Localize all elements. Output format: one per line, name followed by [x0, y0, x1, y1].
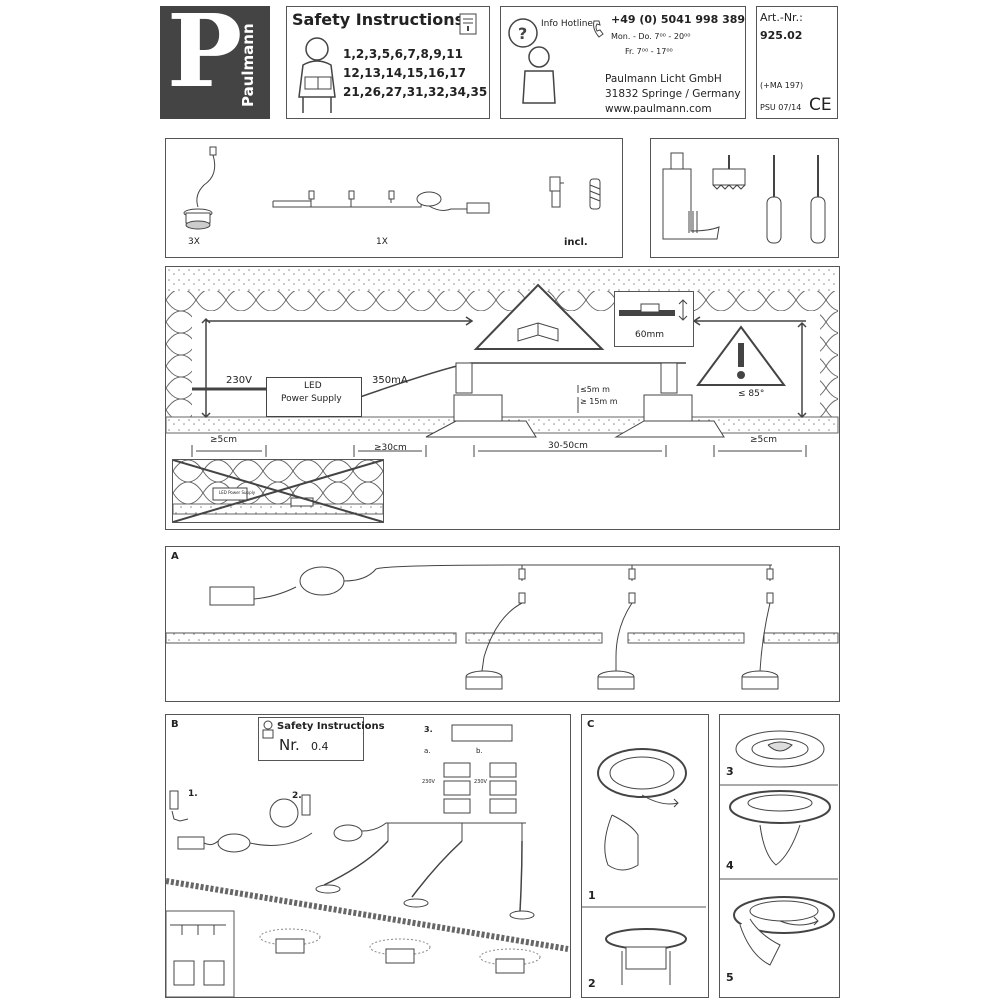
section-c-step1-graphic — [582, 748, 706, 985]
section-c-panel-left: C 1 2 — [581, 714, 709, 998]
safety-numbers-line1: 1,2,3,5,6,7,8,9,11 — [343, 47, 463, 61]
phone-icon — [593, 20, 604, 38]
hotline-label: Info Hotline — [541, 19, 593, 29]
step3-sub-b: b. — [476, 747, 483, 755]
article-number: 925.02 — [760, 29, 803, 42]
reading-warning-icon — [473, 283, 605, 350]
hotline-hours-1: Mon. - Do. 7⁰⁰ - 20⁰⁰ — [611, 32, 691, 41]
article-ma: (+MA 197) — [760, 81, 804, 90]
parts-incl: incl. — [564, 237, 588, 248]
psu-label-power-supply: Power Supply — [281, 394, 342, 404]
section-c-panel-right: 3 4 5 — [719, 714, 840, 998]
safety-numbers-line3: 21,26,27,31,32,34,35 — [343, 85, 488, 99]
gap-label-1: ≤5m m — [580, 385, 610, 394]
tube-icon — [589, 178, 601, 210]
company-city: 31832 Springe / Germany — [605, 88, 741, 100]
step3-voltage-1: 230V — [422, 779, 435, 785]
depth-detail-box: 60mm — [614, 291, 694, 347]
section-c-label: C — [587, 719, 595, 730]
tools-panel — [650, 138, 839, 258]
installation-diagram: 60mm 230V LED Power Supply 350mA ≤5m m ≥… — [165, 266, 840, 530]
screwdriver-cross-icon — [810, 155, 826, 244]
section-b-safety-box: Safety Instructions Nr. 0.4 — [258, 717, 385, 761]
section-c-steps-graphic — [720, 730, 838, 966]
brand-name: Paulmann — [239, 23, 257, 107]
article-panel: Art.-Nr.: 925.02 (+MA 197) PSU 07/14 CE — [756, 6, 838, 119]
section-c-step-5: 5 — [726, 971, 734, 984]
mini-psu-label: LED Power Supply — [219, 490, 256, 495]
angle-label: ≤ 85° — [738, 389, 765, 399]
step3-voltage-2: 230V — [474, 779, 487, 785]
section-b-step2: 2. — [292, 791, 302, 801]
section-c-step-3: 3 — [726, 765, 734, 778]
current-label: 350mA — [372, 375, 408, 386]
dist-psu: ≥30cm — [374, 443, 407, 453]
hotline-phone: +49 (0) 5041 998 389 — [611, 13, 746, 26]
brand-letter: P — [167, 0, 243, 110]
step3-sub-a: a. — [424, 747, 431, 755]
book-icon — [459, 13, 477, 35]
downlight-part-icon — [183, 146, 217, 230]
parts-qty-set: 1X — [376, 237, 388, 247]
parts-panel: 3X 1X incl. — [165, 138, 623, 258]
parts-qty-lights: 3X — [188, 237, 200, 247]
section-a-wiring — [165, 564, 839, 690]
svg-text:?: ? — [518, 24, 527, 43]
dist-wall-left: ≥5cm — [210, 435, 237, 445]
section-b-step1: 1. — [188, 789, 198, 799]
dist-spacing: 30-50cm — [548, 441, 588, 451]
psu-label-led: LED — [304, 381, 322, 391]
section-b-safety-title: Safety Instructions — [277, 721, 385, 732]
section-b-reading-icon — [262, 720, 274, 739]
section-b-step3-diagram: 3. a. b. 230V 230V — [418, 723, 528, 827]
incorrect-install-graphic — [173, 460, 383, 522]
question-person-icon: ? — [508, 18, 556, 104]
step3-label: 3. — [424, 725, 433, 734]
psu-box — [266, 377, 362, 417]
step3-graphic — [443, 724, 517, 814]
depth-detail-graphic — [619, 299, 688, 321]
section-a-panel: A — [165, 546, 840, 702]
safety-numbers-line2: 12,13,14,15,16,17 — [343, 66, 466, 80]
cable-set-icon — [272, 190, 490, 214]
safety-instructions-panel: Safety Instructions 1,2,3,5,6,7,8,9,11 1… — [286, 6, 490, 119]
gap-label-2: ≥ 15m m — [580, 397, 618, 406]
section-c-step-2: 2 — [588, 977, 596, 990]
section-b-panel: B Safety Instructions Nr. 0.4 — [165, 714, 571, 998]
section-b-wiring — [165, 790, 569, 998]
section-b-label: B — [171, 719, 179, 730]
brand-logo: P Paulmann — [160, 1, 270, 119]
article-psu: PSU 07/14 — [760, 103, 802, 112]
section-c-step-1: 1 — [588, 889, 596, 902]
drill-icon — [662, 152, 720, 240]
hotline-hours-2: Fr. 7⁰⁰ - 17⁰⁰ — [625, 47, 673, 56]
depth-label: 60mm — [635, 330, 664, 340]
reading-person-icon — [298, 37, 336, 113]
warning-icon — [696, 325, 786, 386]
ce-mark: CE — [809, 95, 832, 115]
company-website: www.paulmann.com — [605, 103, 712, 115]
dist-wall-right: ≥5cm — [750, 435, 777, 445]
incorrect-install-inset: LED Power Supply — [172, 459, 384, 523]
company-name: Paulmann Licht GmbH — [605, 73, 722, 85]
voltage-label: 230V — [226, 375, 252, 386]
connector-icon — [549, 176, 564, 208]
section-b-nr-value: 0.4 — [311, 740, 329, 753]
safety-title: Safety Instructions — [292, 10, 465, 29]
section-a-label: A — [171, 551, 179, 562]
section-b-nr-label: Nr. — [279, 736, 300, 754]
article-label: Art.-Nr.: — [760, 11, 803, 24]
hotline-panel: ? Info Hotline +49 (0) 5041 998 389 Mon.… — [500, 6, 746, 119]
hole-saw-icon — [712, 155, 746, 190]
screwdriver-flat-icon — [766, 155, 782, 244]
section-c-step-4: 4 — [726, 859, 734, 872]
